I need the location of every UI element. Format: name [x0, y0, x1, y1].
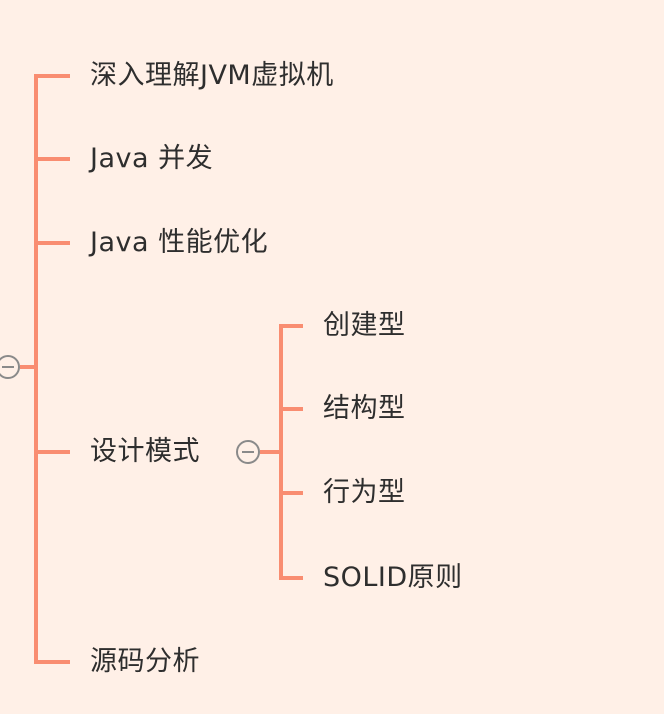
design-patterns-collapse-toggle-minus-circle-icon[interactable]: [236, 440, 260, 464]
node-design-patterns[interactable]: 设计模式: [90, 436, 200, 467]
node-source-analysis[interactable]: 源码分析: [90, 646, 200, 677]
root-collapse-toggle-minus-circle-icon[interactable]: [0, 355, 20, 379]
node-structural[interactable]: 结构型: [323, 393, 406, 424]
node-behavioral[interactable]: 行为型: [323, 477, 406, 508]
node-java-performance[interactable]: Java 性能优化: [90, 227, 269, 258]
node-jvm[interactable]: 深入理解JVM虚拟机: [90, 60, 334, 91]
node-creational[interactable]: 创建型: [323, 310, 406, 341]
node-java-concurrency[interactable]: Java 并发: [90, 143, 214, 174]
node-solid-principles[interactable]: SOLID原则: [323, 562, 463, 593]
